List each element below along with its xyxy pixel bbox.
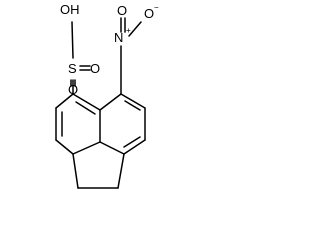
bond (75, 101, 96, 115)
nitrogen-charge-label: + (126, 26, 131, 35)
bond (72, 153, 79, 189)
bond (128, 21, 142, 37)
oxygen-label-sulfonyl-right: O (90, 61, 100, 76)
bond (123, 136, 141, 148)
nitrogen-label: N (114, 30, 123, 45)
bond (99, 93, 122, 111)
bond (72, 93, 101, 111)
bond (117, 153, 125, 189)
bond (71, 21, 74, 59)
bond (55, 139, 74, 155)
bond (72, 141, 101, 155)
bond (124, 100, 141, 111)
structure-diagram: OH S O O N + O O − (55, 2, 159, 189)
bond (123, 139, 146, 155)
bond (99, 141, 125, 155)
oxygen-label-nitro-top: O (117, 3, 127, 18)
oxygen-label-nitro-right: O (144, 6, 154, 21)
oxygen-charge-label: − (154, 3, 159, 12)
oh-label: OH (60, 2, 80, 17)
bond (120, 93, 146, 109)
oxygen-label-sulfonyl-bottom: O (68, 82, 78, 97)
bond (55, 93, 74, 109)
bond-skeleton (55, 17, 146, 189)
sulfur-label: S (68, 61, 77, 76)
